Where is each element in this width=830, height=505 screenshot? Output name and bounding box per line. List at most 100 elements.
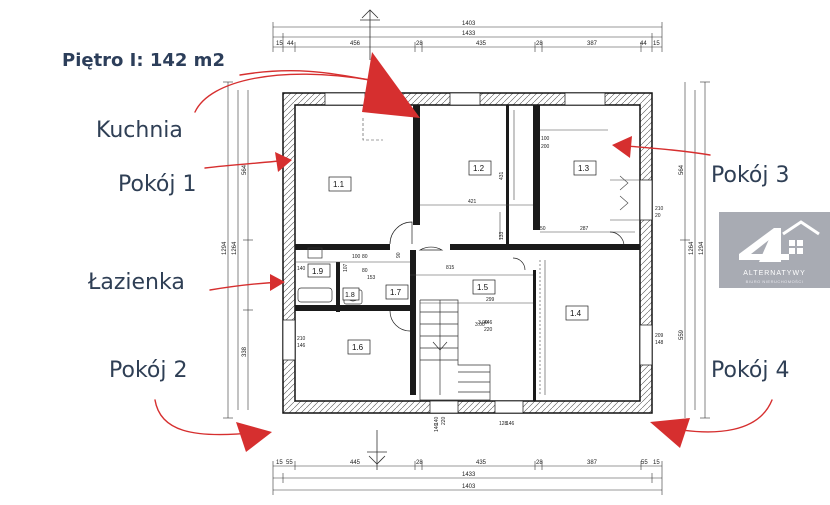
doors (389, 221, 625, 332)
svg-text:80: 80 (362, 268, 368, 274)
dim-bottom-seg: 28 (536, 460, 543, 466)
svg-text:153: 153 (367, 275, 376, 281)
dim-bottom-seg: 55 (286, 460, 293, 466)
dim-right-b: 559 (679, 329, 685, 340)
dim-right-sub: 1264 (689, 241, 695, 255)
svg-text:146: 146 (434, 423, 440, 432)
room-1-5: 1.5 (477, 283, 489, 292)
svg-text:80: 80 (362, 254, 368, 260)
svg-text:128: 128 (499, 421, 508, 427)
interior-dims: 421 431 100 200 287 815 299 446 220 3.00… (297, 136, 664, 432)
dim-left-total: 1294 (222, 241, 228, 255)
logo-subtitle: BIURO NIERUCHOMOŚCI (745, 279, 804, 284)
interior-walls (295, 105, 640, 401)
dim-top-seg: 15 (276, 41, 283, 47)
section-marker-top (360, 9, 380, 60)
right-dimension-lines (680, 81, 710, 419)
svg-text:100: 100 (352, 254, 361, 260)
svg-text:100: 100 (541, 136, 550, 142)
label-pokoj2: Pokój 2 (109, 358, 188, 383)
bottom-dimension-lines (272, 461, 663, 495)
dim-top-seg: 435 (476, 41, 487, 47)
arrow-pokoj2 (154, 399, 261, 436)
svg-text:210: 210 (297, 336, 306, 342)
svg-text:815: 815 (446, 265, 455, 271)
dim-bottom-mid: 1433 (462, 472, 476, 478)
top-dimension-texts: 1403 1433 15 44 456 28 435 28 387 44 15 (276, 21, 660, 47)
svg-text:90: 90 (396, 252, 402, 258)
dim-bottom-seg: 15 (653, 460, 660, 466)
dim-top-seg: 28 (536, 41, 543, 47)
logo-text: ALTERNATYWY (743, 270, 806, 277)
floor-title: Piętro I: 142 m2 (62, 50, 225, 71)
arrow-head-lazienka (270, 274, 285, 291)
company-logo: ALTERNATYWY BIURO NIERUCHOMOŚCI (719, 212, 830, 288)
svg-text:446: 446 (484, 320, 493, 326)
label-lazienka: Łazienka (88, 270, 185, 295)
thin-lines (295, 110, 640, 395)
dim-top-seg: 387 (587, 41, 598, 47)
dim-left-a: 564 (242, 164, 248, 175)
dim-top-seg: 44 (287, 41, 294, 47)
arrow-head-pokoj1 (275, 152, 292, 172)
dim-top-seg: 456 (350, 41, 361, 47)
stair-height: 3.00 (475, 322, 485, 328)
stairs (419, 299, 491, 401)
dim-right-a: 564 (679, 164, 685, 175)
svg-text:146: 146 (506, 421, 515, 427)
room-1-9: 1.9 (312, 267, 324, 276)
exterior-walls (282, 92, 653, 414)
room-labels: 1.1 1.2 1.3 1.4 1.5 1.6 1.7 1.8 1.9 (307, 160, 597, 355)
label-kuchnia: Kuchnia (96, 118, 183, 143)
svg-text:140: 140 (434, 416, 440, 425)
room-1-8: 1.8 (345, 292, 355, 299)
dim-top-mid: 1433 (462, 31, 476, 37)
room-1-1: 1.1 (333, 180, 345, 189)
dim-top-seg: 28 (416, 41, 423, 47)
svg-text:220: 220 (484, 327, 493, 333)
bottom-dimension-texts: 15 55 445 28 435 28 387 55 15 1433 1403 (276, 460, 660, 490)
logo-mark-icon (739, 220, 820, 262)
label-pokoj4: Pokój 4 (711, 358, 790, 383)
dim-bottom-seg: 387 (587, 460, 598, 466)
dim-bottom-seg: 445 (350, 460, 361, 466)
arrow-head-pokoj3 (612, 136, 632, 158)
arrow-head-pokoj4 (650, 418, 690, 448)
room-1-4: 1.4 (570, 309, 582, 318)
svg-text:148: 148 (655, 340, 664, 346)
room-1-7: 1.7 (390, 288, 402, 297)
section-marker-bottom (367, 430, 387, 470)
dim-bottom-seg: 55 (641, 460, 648, 466)
red-arrows (154, 70, 773, 436)
arrow-kuchnia (194, 73, 371, 113)
dim-top-seg: 44 (640, 41, 647, 47)
svg-text:3.00: 3.00 (478, 320, 488, 326)
arrow-head-big (362, 52, 420, 118)
left-dimension-lines (223, 81, 253, 419)
room-1-3: 1.3 (578, 164, 590, 173)
red-arrowheads (236, 52, 690, 452)
svg-text:220: 220 (441, 416, 447, 425)
dim-left-sub: 1264 (232, 241, 238, 255)
dim-left-b: 338 (242, 346, 248, 357)
dim-bottom-seg: 28 (416, 460, 423, 466)
dim-bottom-seg: 435 (476, 460, 487, 466)
svg-text:140: 140 (297, 266, 306, 272)
dim-bottom-total: 1403 (462, 484, 476, 490)
svg-text:133: 133 (499, 231, 505, 240)
svg-text:287: 287 (580, 226, 589, 232)
svg-text:209: 209 (655, 333, 664, 339)
svg-text:20: 20 (655, 213, 661, 219)
dim-right-total: 1294 (699, 241, 705, 255)
room-1-6: 1.6 (352, 343, 364, 352)
left-dimension-texts: 1294 1264 564 338 (222, 164, 248, 357)
top-dimension-lines (272, 22, 663, 52)
label-pokoj3: Pokój 3 (711, 163, 790, 188)
svg-text:50: 50 (540, 226, 546, 232)
arrow-head-pokoj2 (236, 422, 272, 452)
svg-text:107: 107 (343, 263, 349, 272)
svg-text:299: 299 (486, 297, 495, 303)
dim-top-seg: 15 (653, 41, 660, 47)
